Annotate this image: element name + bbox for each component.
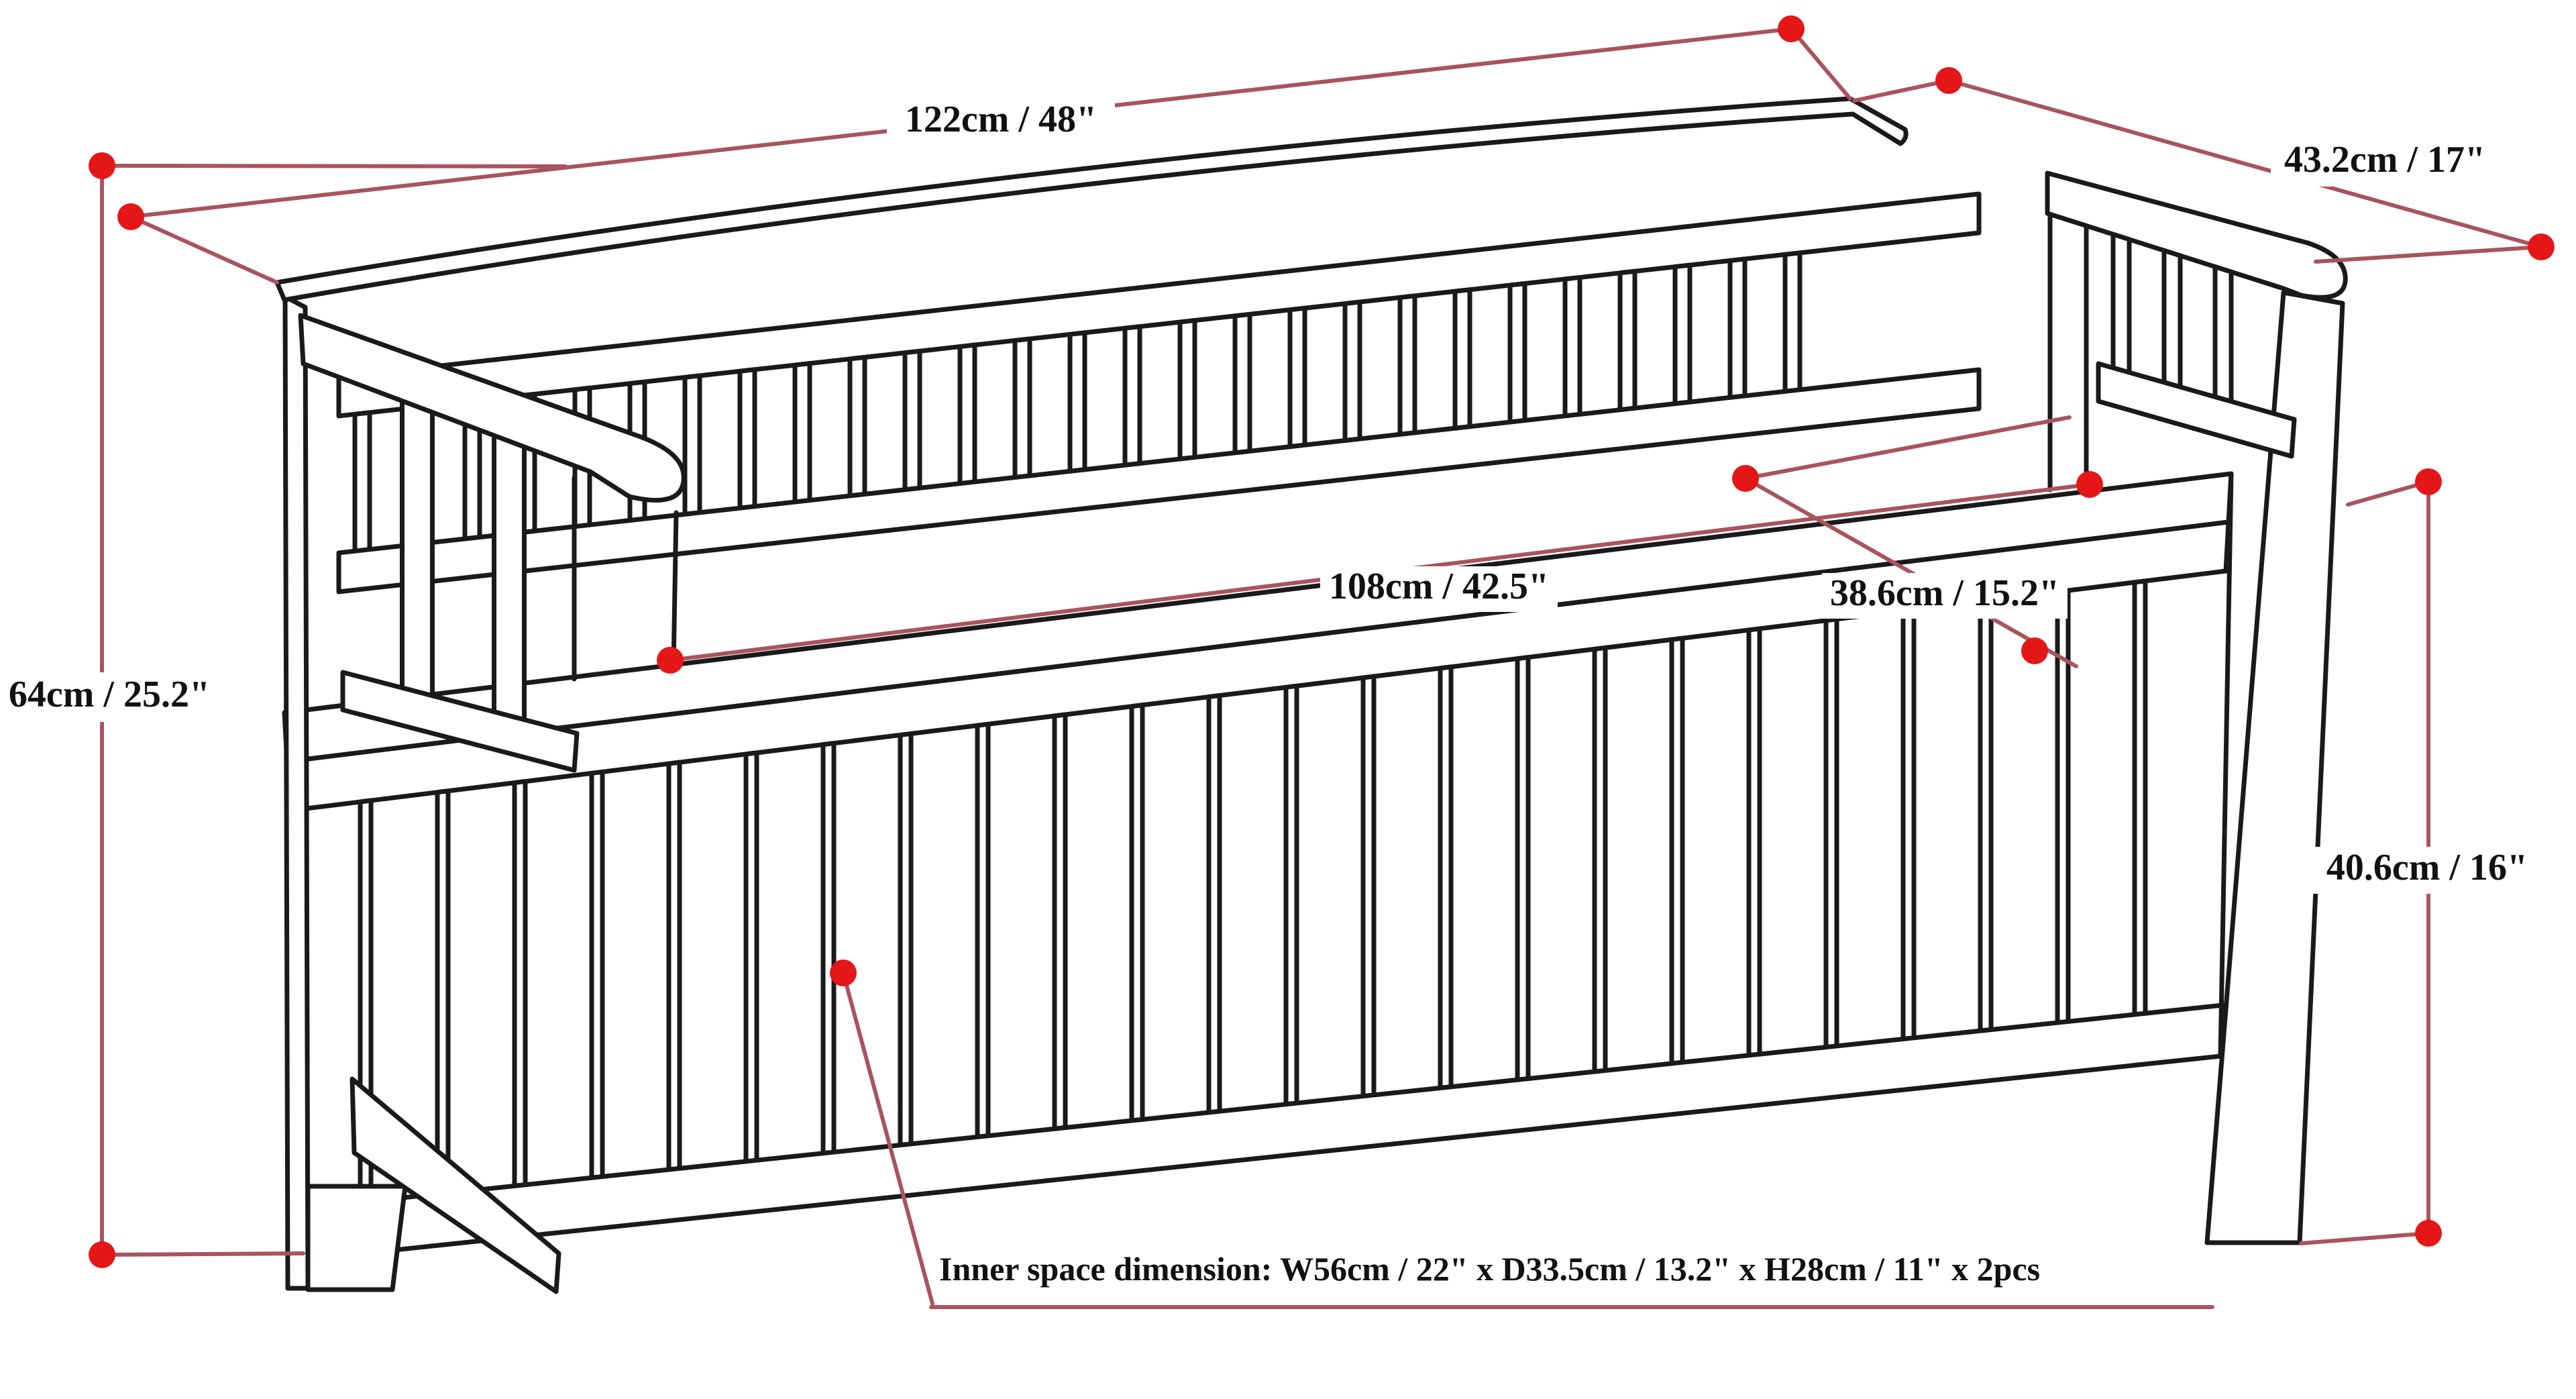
slat — [792, 361, 812, 505]
slat — [737, 367, 757, 511]
dimension-endpoint-dot — [89, 1241, 115, 1268]
slat — [1122, 324, 1142, 468]
slat — [1287, 305, 1307, 450]
slat — [1283, 683, 1299, 1107]
slat — [666, 760, 682, 1172]
slat — [1823, 617, 1839, 1050]
slat — [435, 788, 451, 1197]
left-arm-lower-rail — [340, 670, 580, 773]
dimension-endpoint-dots — [89, 15, 2555, 1268]
slat — [1669, 635, 1685, 1066]
slat — [2110, 231, 2132, 375]
slat — [1978, 597, 1994, 1033]
dimension-endpoint-dot — [2528, 234, 2555, 260]
slat — [1562, 274, 1582, 419]
slat — [512, 779, 528, 1188]
slat — [1746, 626, 1762, 1058]
dimension-endpoint-dot — [657, 647, 684, 674]
dimension-endpoint-dot — [1732, 465, 1759, 492]
slat — [820, 741, 837, 1156]
dimension-endpoint-dot — [1935, 67, 1962, 94]
slat — [1232, 311, 1252, 456]
dimension-labels: 122cm / 48" 43.2cm / 17" 64cm / 25.2" 10… — [9, 99, 2528, 1288]
slat — [1617, 268, 1638, 413]
slat — [957, 342, 977, 486]
slat — [847, 354, 867, 499]
slat — [1206, 693, 1222, 1115]
seat-depth-dimension-label: 38.6cm / 15.2" — [1830, 572, 2059, 614]
slat — [975, 721, 991, 1139]
slat — [2132, 578, 2148, 1017]
slat — [898, 731, 914, 1148]
slat — [2161, 248, 2183, 390]
front-panel — [284, 471, 2234, 1263]
dimension-label-backgrounds — [0, 99, 2546, 894]
slat — [1592, 645, 1608, 1074]
dimension-endpoint-dot — [2415, 1220, 2442, 1247]
width-dimension-label: 122cm / 48" — [905, 99, 1097, 140]
slat — [1052, 712, 1068, 1131]
slat — [400, 398, 435, 698]
depth-dimension-label: 43.2cm / 17" — [2284, 139, 2485, 180]
slat — [743, 750, 759, 1164]
left-arm-rail — [298, 313, 686, 503]
right-arm — [2045, 170, 2348, 493]
slat — [1438, 664, 1454, 1090]
dimension-endpoint-dot — [2076, 471, 2103, 498]
slat — [682, 373, 702, 517]
front-left-leg — [282, 294, 561, 1294]
slat — [1727, 256, 1748, 400]
back-top-rail — [274, 96, 1909, 303]
slat — [1012, 336, 1032, 480]
slat — [2212, 264, 2234, 404]
inner-width-dimension-label: 108cm / 42.5" — [1329, 566, 1549, 607]
dimension-endpoint-dot — [2415, 468, 2442, 495]
slat — [1360, 674, 1377, 1099]
slat — [1507, 281, 1527, 425]
slat — [1900, 607, 1917, 1041]
slat — [902, 348, 922, 493]
dimension-endpoint-dot — [830, 960, 857, 986]
slat — [352, 410, 372, 554]
slat — [492, 433, 527, 723]
slat — [1782, 250, 1803, 394]
dimension-endpoint-dot — [1778, 15, 1805, 42]
slat — [589, 769, 605, 1180]
slat — [1515, 655, 1531, 1082]
bench-drawing — [274, 96, 2348, 1294]
slat — [1452, 287, 1472, 431]
slat — [1067, 330, 1087, 474]
right-arm-rail — [2045, 170, 2348, 300]
seat-depth-dimension — [1743, 415, 2078, 668]
depth-dimension — [1852, 79, 2543, 264]
left-arm — [298, 313, 686, 773]
right-arm-lower-rail — [2096, 361, 2297, 459]
slat — [1397, 293, 1417, 437]
slat — [1672, 262, 1693, 407]
dimension-endpoint-dot — [2021, 637, 2048, 664]
seat-height-dimension-label: 40.6cm / 16" — [2326, 847, 2528, 888]
inner-space-note: Inner space dimension: W56cm / 22" x D33… — [939, 1250, 2040, 1288]
height-dimension-label: 64cm / 25.2" — [9, 674, 210, 715]
slat — [1129, 703, 1145, 1123]
inner-space-dimension — [841, 971, 2214, 1309]
backrest — [274, 96, 1982, 594]
slat — [1177, 318, 1197, 462]
slat — [1342, 299, 1362, 444]
dimension-endpoint-dot — [89, 152, 115, 179]
dimension-endpoint-dot — [117, 203, 144, 230]
